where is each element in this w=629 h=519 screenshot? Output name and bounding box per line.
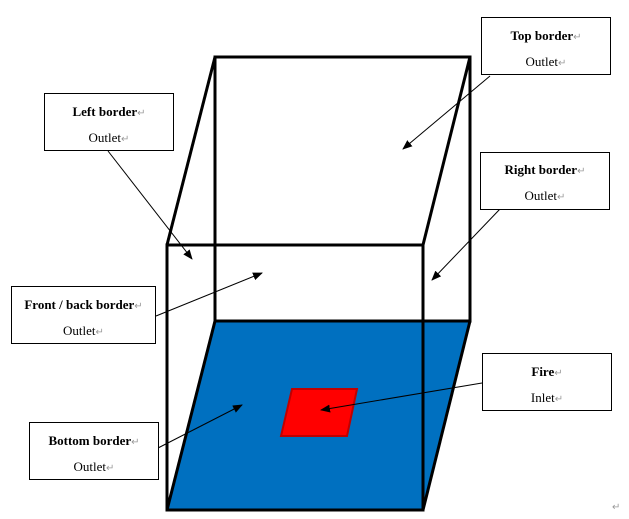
paragraph-mark: ↵ (554, 394, 564, 405)
label-top-border-title: Top border (510, 28, 574, 43)
edge-top-right (421, 56, 472, 246)
label-bottom-border-title: Bottom border (48, 433, 132, 448)
arrow-bottom-border (157, 404, 243, 449)
label-right-border-title: Right border (504, 162, 578, 177)
arrow-left-border (107, 150, 193, 260)
fire-region (279, 388, 359, 437)
label-top-border: Top border↵ Outlet↵ (481, 17, 611, 75)
edge-bottom-right (421, 320, 472, 511)
arrow-right-border (431, 208, 501, 281)
paragraph-mark: ↵ (131, 437, 140, 448)
label-fire: Fire↵ Inlet↵ (482, 353, 612, 411)
label-right-border-type: Outlet (524, 188, 558, 203)
arrow-front-back-border (155, 272, 263, 317)
label-front-back-border: Front / back border↵ Outlet↵ (11, 286, 156, 344)
paragraph-mark: ↵ (134, 301, 143, 312)
label-left-border-title: Left border (72, 104, 138, 119)
paragraph-mark: ↵ (137, 108, 146, 119)
paragraph-mark: ↵ (577, 166, 586, 177)
arrow-fire (320, 382, 483, 413)
label-front-back-border-type: Outlet (63, 323, 96, 338)
label-front-back-border-title: Front / back border (24, 297, 135, 312)
label-top-border-type: Outlet (525, 54, 559, 69)
paragraph-mark: ↵ (573, 32, 582, 43)
label-bottom-border-type: Outlet (73, 459, 107, 474)
paragraph-mark: ↵ (106, 463, 115, 474)
paragraph-mark: ↵ (121, 134, 130, 145)
label-fire-title: Fire (531, 364, 555, 379)
edge-top-left (165, 56, 217, 246)
front-face-edges (165, 243, 425, 512)
back-face-edges (213, 55, 472, 323)
label-left-border: Left border↵ Outlet↵ (44, 93, 174, 151)
label-bottom-border: Bottom border↵ Outlet↵ (29, 422, 159, 480)
paragraph-mark: ↵ (557, 192, 566, 203)
label-right-border: Right border↵ Outlet↵ (480, 152, 610, 210)
edge-bottom-left (165, 320, 217, 511)
paragraph-mark: ↵ (558, 58, 567, 69)
paragraph-mark: ↵ (554, 368, 563, 379)
arrow-top-border (402, 75, 491, 150)
paragraph-end-mark: ↵ (612, 502, 621, 513)
label-fire-type: Inlet (530, 390, 555, 405)
paragraph-mark: ↵ (95, 327, 104, 338)
label-left-border-type: Outlet (88, 130, 122, 145)
